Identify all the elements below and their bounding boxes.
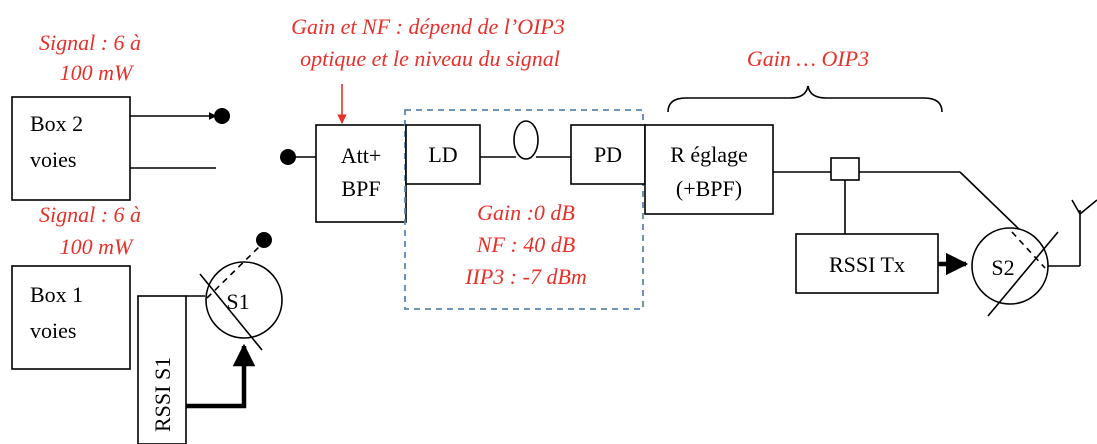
s2-switch-dash [1011, 231, 1046, 269]
gain-nf-note-line1: Gain et NF : dépend de l’OIP3 [291, 14, 565, 39]
box2-label-line2: voies [30, 147, 76, 172]
ld-label: LD [428, 142, 457, 167]
pd-label: PD [594, 142, 622, 167]
box2-block [11, 96, 131, 201]
s1-switch-blade [199, 273, 263, 351]
rssi-s1-label: RSSI S1 [150, 357, 175, 432]
s2-switch-blade [987, 231, 1059, 317]
s1-output-terminal [256, 232, 272, 248]
reglage-label-line1: R églage [670, 142, 748, 167]
pd-block [570, 124, 646, 185]
rssi-tx-block [795, 233, 939, 294]
att-bpf-label-line2: BPF [341, 176, 380, 201]
gain-oip3-note: Gain … OIP3 [747, 46, 869, 71]
ld-block [405, 124, 481, 185]
line-to-s2 [959, 171, 1023, 233]
att-bpf-block [315, 124, 407, 223]
s1-label: S1 [226, 289, 249, 314]
rssi-s1-block [137, 295, 187, 444]
rssi-s1-control-arrow [186, 343, 256, 409]
optical-link-frame [404, 109, 644, 310]
link-nf-spec: NF : 40 dB [476, 232, 575, 257]
box2-output-terminal [214, 108, 230, 124]
s1-switch-dash [206, 243, 263, 299]
rssi-tx-label: RSSI Tx [829, 252, 905, 277]
s2-label: S2 [991, 255, 1014, 280]
reglage-block [644, 124, 774, 215]
box2-label-line1: Box 2 [30, 111, 83, 136]
gain-nf-note-line2: optique et le niveau du signal [300, 46, 560, 71]
coupler-block [830, 157, 860, 181]
antenna-icon [1079, 199, 1097, 215]
box1-label-line2: voies [30, 318, 76, 343]
link-gain-spec: Gain :0 dB [477, 200, 575, 225]
box1-block [11, 265, 131, 370]
box1-label-line1: Box 1 [30, 282, 83, 307]
signal-note-box2-line2: 100 mW [60, 60, 134, 85]
signal-note-box1-line2: 100 mW [60, 234, 134, 259]
fiber-coil-icon [513, 120, 539, 160]
signal-note-box2-line1: Signal : 6 à [39, 30, 141, 55]
signal-note-box1-line1: Signal : 6 à [39, 202, 141, 227]
reglage-label-line2: (+BPF) [676, 176, 742, 201]
att-bpf-label-line1: Att+ [341, 143, 382, 168]
antenna-element [1071, 199, 1081, 215]
gain-oip3-brace [667, 85, 943, 113]
link-iip3-spec: IIP3 : -7 dBm [464, 264, 587, 289]
